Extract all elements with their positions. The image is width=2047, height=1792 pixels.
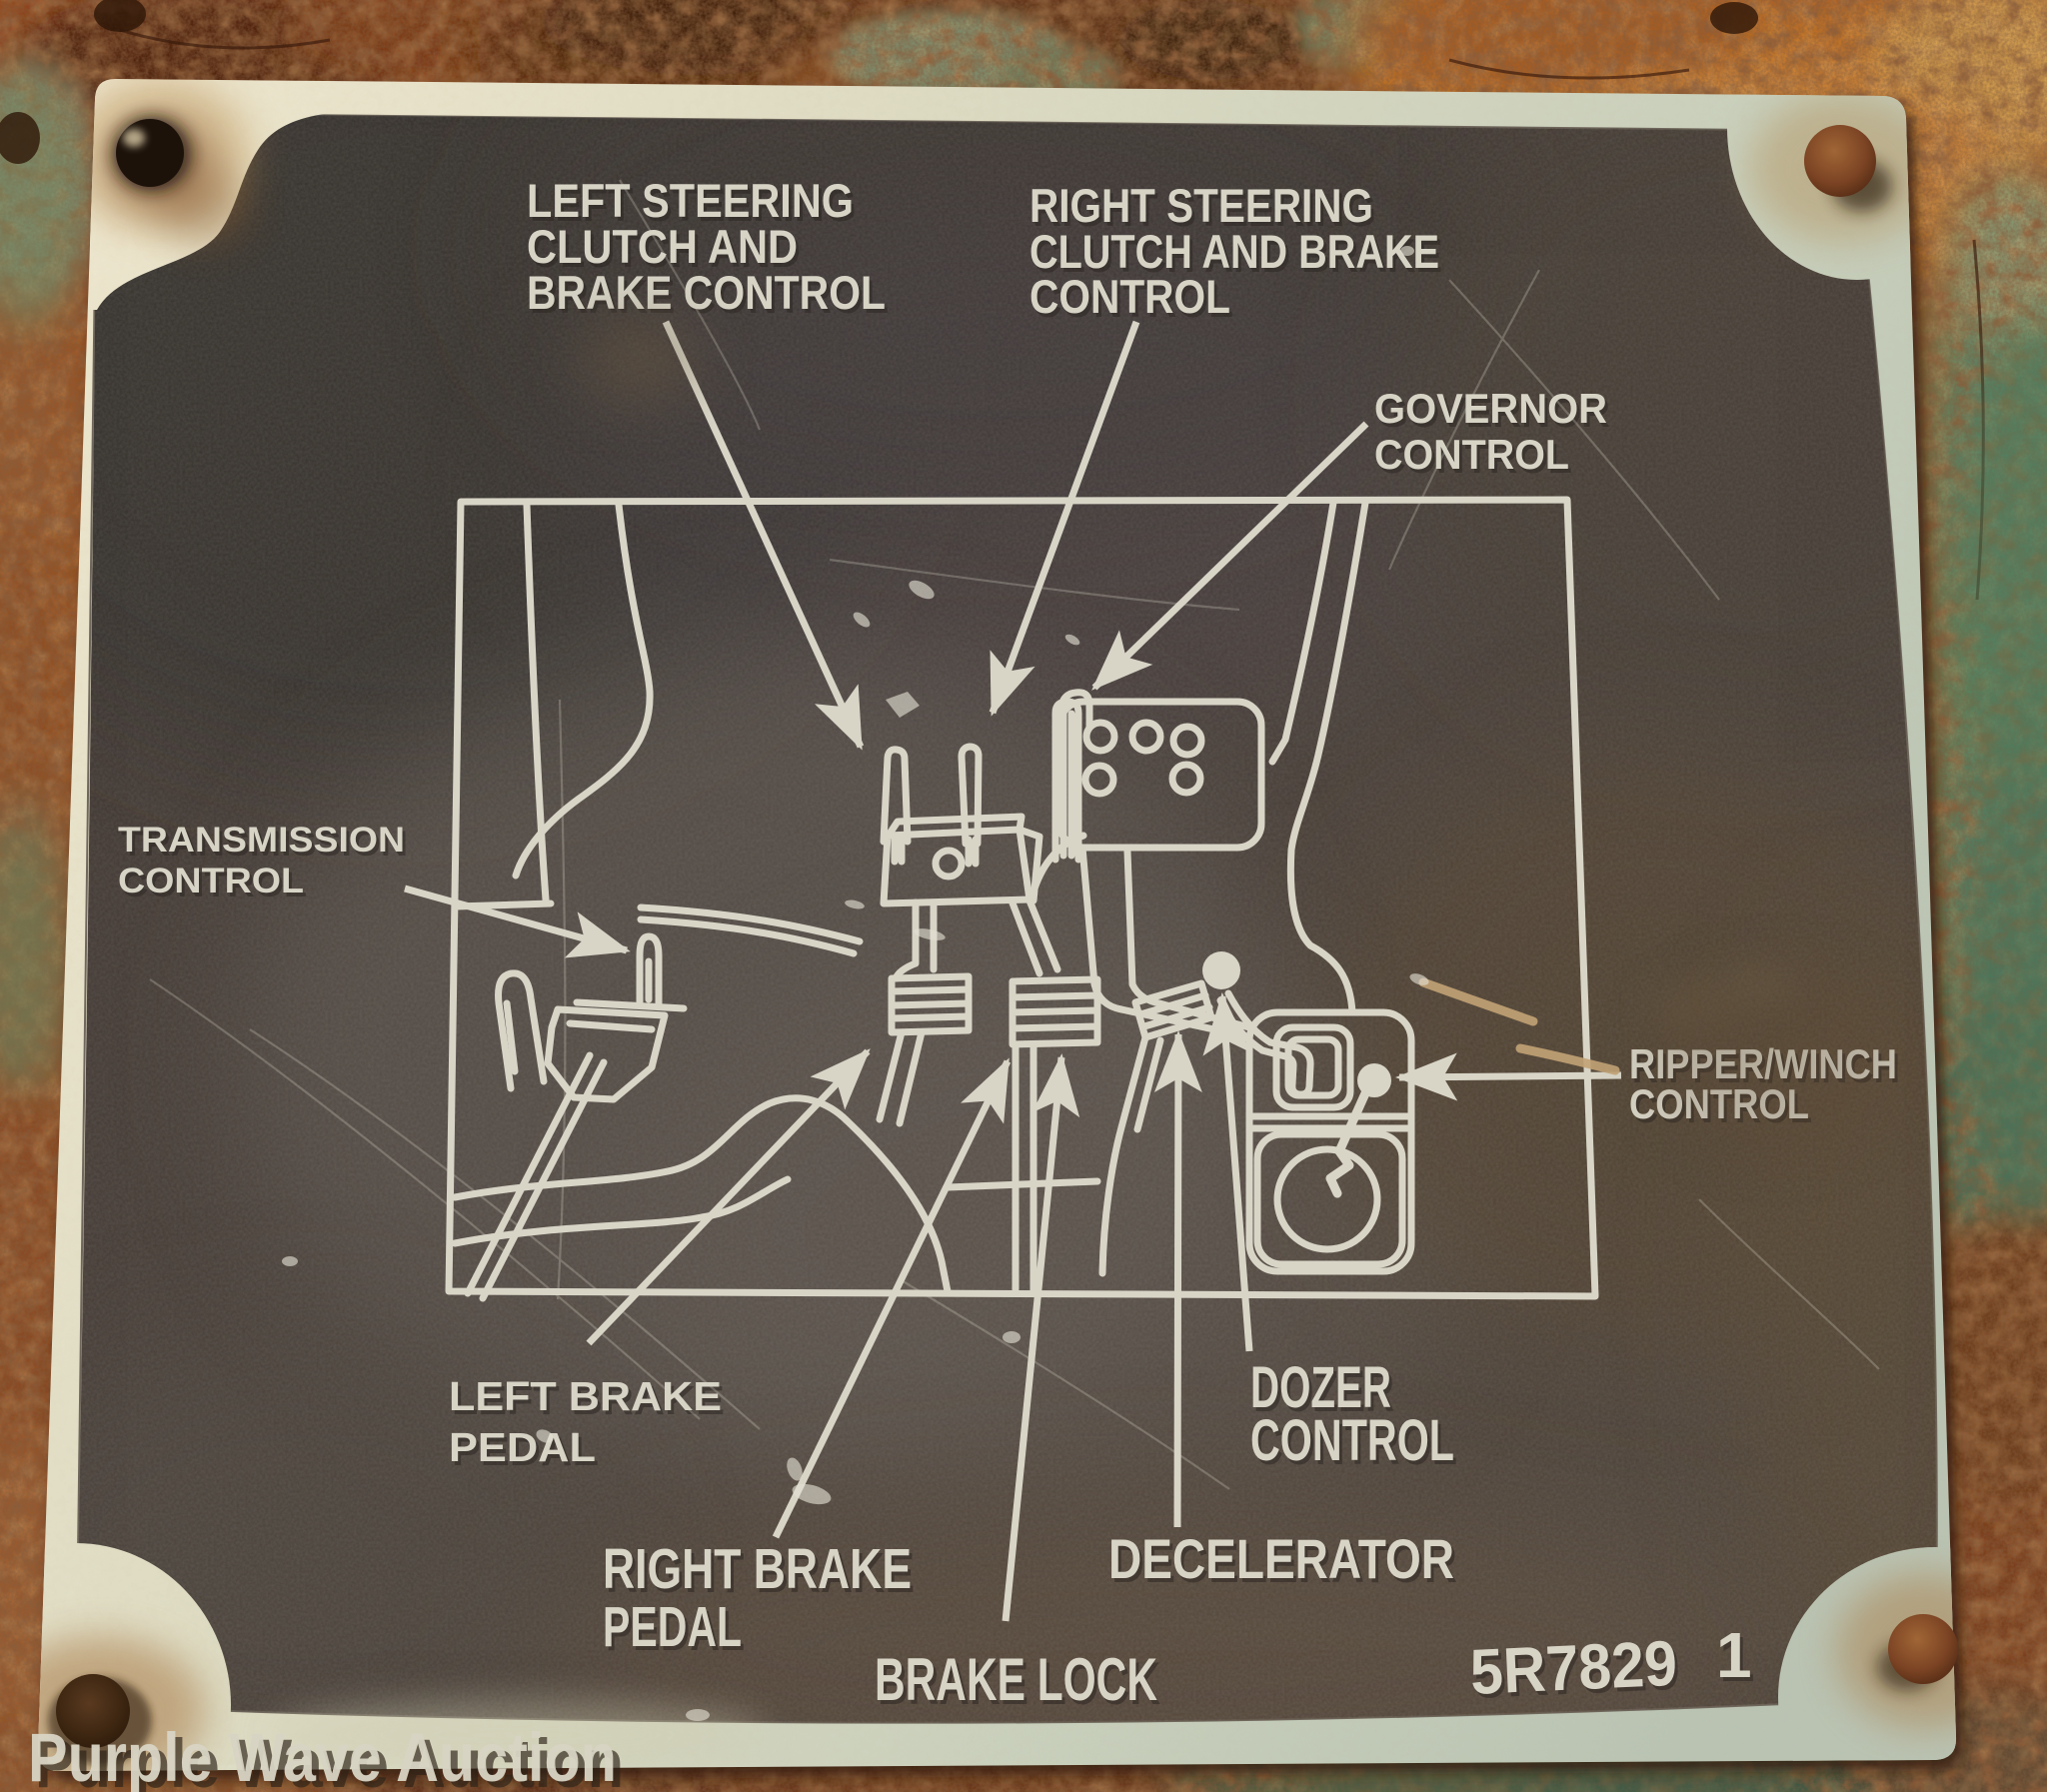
svg-text:CLUTCH AND BRAKE: CLUTCH AND BRAKE [1029, 225, 1439, 278]
svg-text:DOZER: DOZER [1253, 1359, 1394, 1424]
svg-text:BRAKE CONTROL: BRAKE CONTROL [527, 266, 886, 319]
svg-text:RIGHT STEERING: RIGHT STEERING [1032, 183, 1376, 236]
svg-text:CONTROL: CONTROL [1250, 1408, 1454, 1473]
svg-text:PEDAL: PEDAL [452, 1428, 599, 1474]
svg-text:1: 1 [1716, 1619, 1752, 1691]
svg-text:TRANSMISSION: TRANSMISSION [121, 825, 408, 864]
svg-text:GOVERNOR: GOVERNOR [1377, 389, 1610, 436]
svg-text:DECELERATOR: DECELERATOR [1111, 1531, 1457, 1594]
svg-text:LEFT STEERING: LEFT STEERING [527, 174, 854, 227]
svg-text:CONTROL: CONTROL [1029, 270, 1230, 323]
svg-text:PEDAL: PEDAL [603, 1595, 742, 1659]
svg-text:DOZER: DOZER [1250, 1355, 1391, 1420]
svg-text:RIGHT STEERING: RIGHT STEERING [1029, 179, 1373, 232]
svg-text:LEFT BRAKE: LEFT BRAKE [449, 1373, 722, 1419]
svg-text:5R7829: 5R7829 [1471, 1631, 1681, 1712]
svg-text:TRANSMISSION: TRANSMISSION [118, 821, 405, 860]
svg-text:CONTROL: CONTROL [118, 862, 304, 900]
svg-text:PEDAL: PEDAL [606, 1599, 745, 1663]
svg-text:DECELERATOR: DECELERATOR [1108, 1527, 1454, 1590]
svg-text:Purple Wave Auction: Purple Wave Auction [35, 1725, 624, 1792]
svg-text:1: 1 [1719, 1623, 1755, 1695]
svg-text:GOVERNOR: GOVERNOR [1374, 385, 1607, 432]
svg-text:5R7829: 5R7829 [1468, 1627, 1678, 1708]
svg-text:CLUTCH AND BRAKE: CLUTCH AND BRAKE [1032, 229, 1442, 282]
svg-text:BRAKE CONTROL: BRAKE CONTROL [530, 270, 889, 323]
svg-text:LEFT STEERING: LEFT STEERING [530, 178, 857, 231]
svg-text:CONTROL: CONTROL [1032, 274, 1233, 327]
svg-text:LEFT BRAKE: LEFT BRAKE [452, 1377, 725, 1423]
svg-text:CONTROL: CONTROL [1253, 1412, 1457, 1477]
svg-text:CONTROL: CONTROL [1374, 431, 1569, 478]
svg-text:CLUTCH AND: CLUTCH AND [527, 220, 798, 273]
svg-text:CONTROL: CONTROL [1377, 435, 1572, 482]
svg-text:RIGHT BRAKE: RIGHT BRAKE [603, 1537, 912, 1601]
svg-text:BRAKE LOCK: BRAKE LOCK [875, 1646, 1157, 1713]
svg-text:CLUTCH AND: CLUTCH AND [530, 224, 801, 277]
svg-text:CONTROL: CONTROL [121, 866, 307, 904]
svg-text:BRAKE LOCK: BRAKE LOCK [878, 1650, 1160, 1717]
svg-text:Purple Wave Auction: Purple Wave Auction [28, 1719, 617, 1792]
svg-text:PEDAL: PEDAL [449, 1424, 596, 1470]
svg-text:RIGHT BRAKE: RIGHT BRAKE [606, 1541, 915, 1605]
